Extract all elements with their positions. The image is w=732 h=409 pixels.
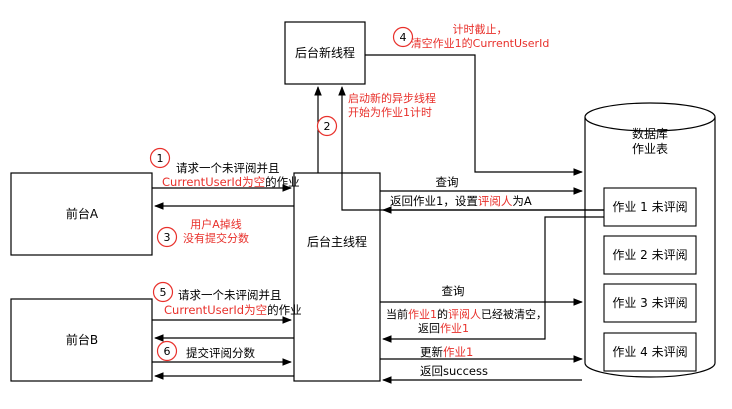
job-1-label: 作业 1 未评阅: [612, 200, 687, 214]
step-2-number: 2: [324, 120, 331, 133]
cleared-line1: 当前作业1的评阅人已经被清空，: [386, 307, 547, 321]
start-async-line2: 开始为作业1计时: [348, 105, 432, 119]
return-success-label: 返回success: [420, 364, 488, 378]
arrow-timeout: [365, 54, 583, 176]
update-label: 更新作业1: [420, 345, 473, 359]
return-job1-label: 返回作业1，设置评阅人为A: [390, 194, 532, 208]
req-a-line2: CurrentUserId为空的作业: [162, 175, 300, 189]
job-3-label: 作业 3 未评阅: [612, 296, 687, 310]
user-a-line2: 没有提交分数: [183, 231, 249, 245]
req-a-red: CurrentUserId为空: [162, 175, 265, 189]
cleared-p4: 评阅人: [448, 308, 481, 321]
req-b-red: CurrentUserId为空: [164, 303, 267, 317]
step-1-number: 1: [157, 152, 164, 165]
job-2-row: 作业 2 未评阅: [603, 235, 697, 275]
timeout-line2: 清空作业1的CurrentUserId: [411, 36, 550, 50]
front-b-box: 前台B: [10, 298, 153, 382]
user-a-line1: 用户A掉线: [190, 217, 242, 231]
step-4-number: 4: [400, 31, 407, 44]
bg-thread-label: 后台新线程: [295, 45, 355, 60]
db-title-line2: 作业表: [632, 142, 668, 156]
arrow-cleared-return: [382, 216, 604, 343]
return-job1-red: 评阅人: [478, 194, 513, 208]
query-2-label: 查询: [442, 284, 465, 298]
front-a-label: 前台A: [66, 206, 99, 221]
req-a-line1: 请求一个未评阅并且: [176, 161, 280, 175]
main-thread-box: 后台主线程: [293, 172, 381, 382]
step-1-badge: 1: [149, 147, 171, 169]
step-6-number: 6: [164, 345, 171, 358]
step-3-badge: 3: [156, 226, 178, 248]
cleared-l2b: 作业1: [440, 322, 469, 335]
job-3-row: 作业 3 未评阅: [603, 283, 697, 323]
step-6-badge: 6: [156, 340, 178, 362]
cleared-p5: 已经被清空，: [481, 307, 547, 321]
cleared-p1: 当前: [386, 307, 408, 321]
cleared-line2: 返回作业1: [418, 322, 469, 335]
cleared-l2a: 返回: [418, 322, 440, 335]
req-a-tail: 的作业: [265, 175, 300, 189]
main-thread-label: 后台主线程: [307, 234, 367, 249]
db-title-line1: 数据库: [632, 126, 668, 141]
step-2-badge: 2: [316, 115, 338, 137]
timeout-line1: 计时截止，: [453, 22, 508, 36]
cleared-p3: 的: [437, 307, 448, 321]
step-5-number: 5: [160, 286, 167, 299]
job-2-label: 作业 2 未评阅: [612, 248, 687, 262]
bg-thread-box: 后台新线程: [284, 21, 366, 85]
step-4-badge: 4: [392, 26, 414, 48]
update-red: 作业1: [443, 345, 473, 359]
query-1-label: 查询: [436, 175, 459, 189]
start-async-line1: 启动新的异步线程: [348, 91, 436, 105]
job-1-row: 作业 1 未评阅: [603, 187, 697, 227]
req-b-line1: 请求一个未评阅并且: [178, 288, 282, 302]
return-job1-prefix: 返回作业1，设置: [390, 194, 478, 208]
job-4-label: 作业 4 未评阅: [612, 345, 687, 359]
step-5-badge: 5: [152, 281, 174, 303]
job-4-row: 作业 4 未评阅: [603, 332, 697, 372]
submit-score-label: 提交评阅分数: [186, 346, 255, 360]
front-a-box: 前台A: [10, 172, 153, 256]
req-b-tail: 的作业: [267, 303, 302, 317]
step-3-number: 3: [164, 231, 171, 244]
cleared-p2: 作业1: [408, 308, 437, 321]
front-b-label: 前台B: [66, 332, 98, 347]
update-prefix: 更新: [420, 345, 443, 359]
return-job1-suffix: 为A: [512, 194, 531, 208]
req-b-line2: CurrentUserId为空的作业: [164, 303, 302, 317]
